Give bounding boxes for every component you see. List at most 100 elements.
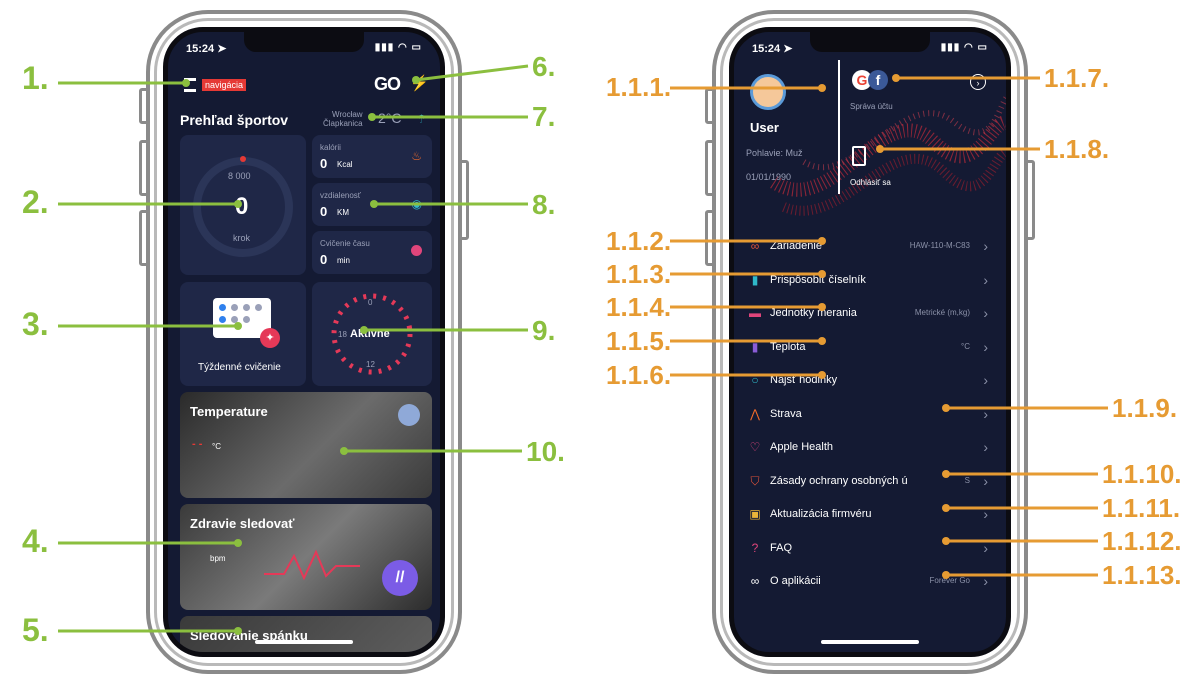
chevron-right-icon: › (983, 372, 988, 388)
weekly-exercise-label: Týždenné cvičenie (198, 362, 281, 373)
location-arrow-icon: ➤ (783, 43, 793, 55)
profile-divider (838, 60, 840, 194)
status-bar: 15:24 ➤ ▮▮▮ ◠ ▭ (186, 42, 422, 55)
callout-label-2: 2. (22, 184, 49, 220)
callout-label-6: 6. (532, 51, 556, 82)
menu-item-prispôsobiť-číselník[interactable]: ▮ Prispôsobiť číselník › (744, 268, 996, 294)
steps-unit: krok (233, 233, 251, 243)
callout-label-1: 1. (22, 60, 49, 96)
exercise-time-card[interactable]: Cvičenie času 0 min (312, 231, 432, 274)
right-phone-screen: 15:24 ➤ ▮▮▮ ◠ ▭ User Pohlavie: Muž 01/01… (729, 27, 1011, 657)
health-unit: bpm (210, 554, 226, 563)
distance-value: 0 (320, 204, 328, 219)
activity-card[interactable]: 0 18 12 Aktívne (312, 282, 432, 386)
callout-label-10: 10. (526, 436, 565, 467)
account-arrow-icon[interactable]: › (970, 74, 986, 90)
callout-label-1-1-2: 1.1.2. (606, 226, 672, 256)
google-icon[interactable]: G (852, 70, 872, 90)
clock-tick-left: 18 (338, 330, 347, 339)
menu-item-label: Zásady ochrany osobných ú (770, 474, 908, 487)
avatar[interactable] (750, 74, 786, 110)
callout-label-1-1-4: 1.1.4. (606, 292, 672, 322)
health-title: Zdravie sledovať (190, 516, 295, 531)
user-name: User (750, 120, 779, 135)
menu-item-label: Jednotky merania (770, 307, 857, 319)
chevron-right-icon: › (983, 506, 988, 522)
menu-item-nájsť-hodinky[interactable]: ○Nájsť hodinky› (744, 368, 996, 394)
menu-item-teplota[interactable]: ▮Teplota°C› (744, 335, 996, 361)
heart-rate-icon: // (382, 560, 418, 596)
logout-label[interactable]: Odhlásiť sa (850, 178, 891, 187)
status-bar: 15:24 ➤ ▮▮▮ ◠ ▭ (752, 42, 988, 55)
callout-label-9: 9. (532, 315, 556, 346)
account-label[interactable]: Správa účtu (850, 102, 893, 111)
callout-label-1-1-12: 1.1.12. (1102, 526, 1182, 556)
wave-decoration (770, 94, 1006, 216)
menu-item-value: Metrické (m,kg) (914, 308, 970, 317)
left-phone-volume-down (139, 210, 149, 266)
notch (810, 32, 930, 52)
callout-label-1-1-3: 1.1.3. (606, 259, 672, 289)
flame-icon: ♨ (411, 149, 422, 163)
weekly-exercise-card[interactable]: ✦ Týždenné cvičenie (180, 282, 306, 386)
logout-icon[interactable] (852, 146, 866, 166)
health-card[interactable]: Zdravie sledovať bpm // (180, 504, 432, 610)
menu-item-label: FAQ (770, 541, 793, 554)
facebook-icon[interactable]: f (868, 70, 888, 90)
steps-card[interactable]: 8 000 0 krok (180, 135, 306, 275)
home-indicator[interactable] (821, 640, 919, 644)
menu-item-strava[interactable]: ⋀Strava› (744, 402, 996, 428)
menu-item-label: Strava (770, 407, 802, 420)
callout-label-4: 4. (22, 523, 49, 559)
right-phone-volume-up (705, 140, 715, 196)
location-pin-icon: ◉ (411, 197, 422, 211)
left-phone-volume-up (139, 140, 149, 196)
chevron-right-icon: › (983, 439, 988, 455)
callout-label-8: 8. (532, 189, 556, 220)
callout-label-1-1-5: 1.1.5. (606, 326, 672, 356)
page-title: Prehľad športov (180, 112, 289, 128)
menu-item-label: Nájsť hodinky (770, 374, 838, 386)
thermometer-icon (398, 404, 420, 426)
right-phone-mute-switch (705, 88, 715, 124)
navigation-badge: navigácia (202, 79, 247, 91)
distance-card[interactable]: vzdialenosť 0 KM ◉ (312, 183, 432, 226)
thermometer-icon: ▮ (751, 339, 759, 354)
calories-unit: Kcal (337, 160, 353, 169)
chevron-right-icon: › (983, 338, 988, 355)
birth-date: 01/01/1990 (746, 172, 792, 182)
clock-tick-bottom: 12 (366, 360, 375, 369)
callout-label-1-1-9: 1.1.9. (1112, 393, 1178, 423)
menu-item-apple-health[interactable]: ♡Apple Health› (744, 435, 996, 461)
left-phone-screen: 15:24 ➤ ▮▮▮ ◠ ▭ navigácia GO ⚡ Prehľad š… (163, 27, 445, 657)
app-logo: GO (374, 74, 401, 94)
sleep-card[interactable]: Sledovanie spánku (180, 616, 432, 652)
firmware-icon: ▣ (749, 507, 761, 521)
cloud-rain-icon: ☂ (416, 112, 427, 126)
question-icon: ? (751, 540, 759, 555)
callout-label-5: 5. (22, 612, 49, 648)
home-indicator[interactable] (255, 640, 353, 644)
menu-item-faq[interactable]: ?FAQ› (744, 536, 996, 562)
right-phone-power-button (1025, 160, 1035, 240)
active-label: Aktívne (350, 328, 390, 340)
menu-item-aktualizácia-firmvéru[interactable]: ▣Aktualizácia firmvéru› (744, 502, 996, 528)
callout-label-1-1-11: 1.1.11. (1102, 493, 1181, 523)
chevron-right-icon: › (983, 271, 988, 288)
menu-item-value: Forever Go (929, 576, 970, 585)
menu-item-label: O aplikácii (770, 575, 821, 587)
sync-icon[interactable]: ⚡ (410, 75, 429, 92)
temperature-card[interactable]: Temperature - - °C (180, 392, 432, 498)
menu-icon[interactable] (184, 78, 196, 92)
watch-icon: ▮ (751, 272, 759, 287)
calories-card[interactable]: kalórii 0 Kcal ♨ (312, 135, 432, 178)
menu-item-label: Prispôsobiť číselník (770, 273, 866, 286)
heart-icon: ♡ (749, 440, 761, 454)
chevron-right-icon: › (983, 472, 988, 489)
callout-label-1-1-8: 1.1.8. (1044, 134, 1110, 164)
steps-value: 0 (235, 193, 249, 220)
